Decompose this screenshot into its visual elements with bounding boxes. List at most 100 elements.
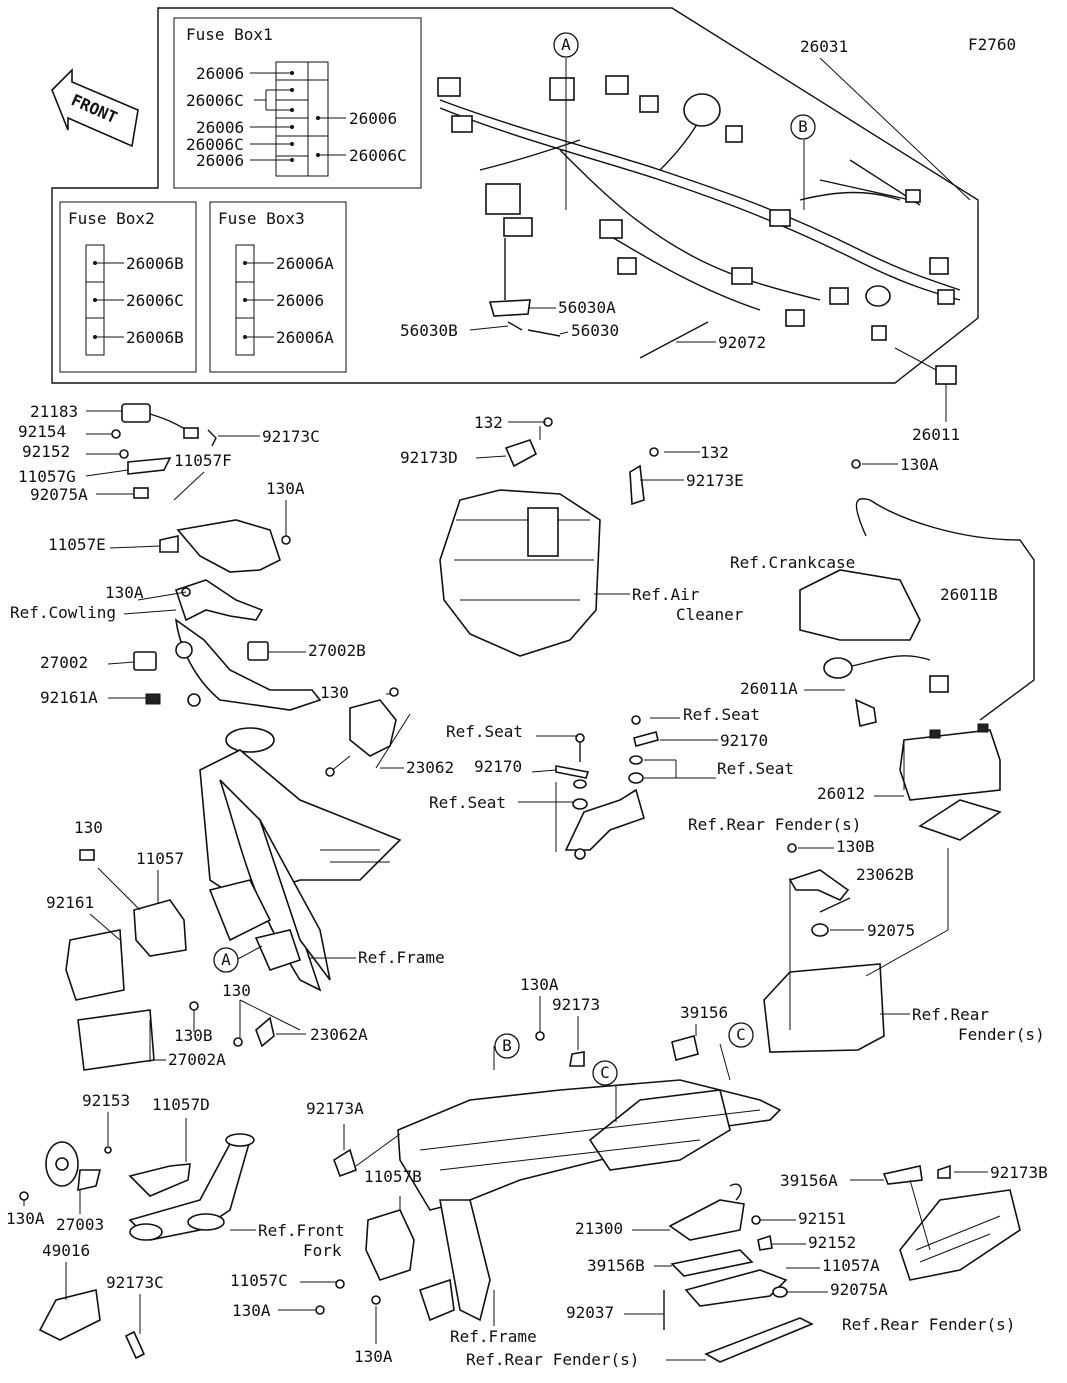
part-label: 92075A — [830, 1280, 888, 1299]
fuse-box3-label-3: 26006A — [276, 328, 334, 347]
part-label: Ref.Seat — [446, 722, 523, 741]
part-label: 11057B — [364, 1167, 422, 1186]
part-label: 27002B — [308, 641, 366, 660]
main-wiring-harness — [437, 57, 971, 359]
part-label: 92173C — [262, 427, 320, 446]
part-label: 56030B — [400, 321, 458, 340]
part-label: 92173C — [106, 1273, 164, 1292]
part-label: 11057G — [18, 467, 76, 486]
fuse-box1-right-label-1: 26006 — [349, 109, 397, 128]
part-label: 92161 — [46, 893, 94, 912]
part-label: Ref.Rear Fender(s) — [842, 1315, 1015, 1334]
part-label: 92072 — [718, 333, 766, 352]
fuse-box2-label-3: 26006B — [126, 328, 184, 347]
callout-circle: A — [553, 32, 579, 58]
part-label: 130 — [222, 981, 251, 1000]
callout-circle: B — [790, 114, 816, 140]
part-label: 49016 — [42, 1241, 90, 1260]
fuse-box3-label-2: 26006 — [276, 291, 324, 310]
part-label: Ref.Rear — [912, 1005, 989, 1024]
front-frame — [65, 727, 402, 1071]
part-label: 92153 — [82, 1091, 130, 1110]
fuse-box2-title: Fuse Box2 — [68, 209, 155, 228]
part-label: 23062A — [310, 1025, 368, 1044]
part-label: Ref.Seat — [717, 759, 794, 778]
fuse-box1-left-label-1: 26006 — [196, 64, 244, 83]
fuse-box1-left-label-3: 26006 — [196, 118, 244, 137]
callout-circle: B — [494, 1033, 520, 1059]
part-label: 92075 — [867, 921, 915, 940]
part-label: 21183 — [30, 402, 78, 421]
part-label: 92173 — [552, 995, 600, 1014]
part-label: 130B — [174, 1026, 213, 1045]
fuse-box3: Fuse Box3 26006A 26006 26006A — [209, 201, 347, 373]
part-label: 39156 — [680, 1003, 728, 1022]
part-label: 92075A — [30, 485, 88, 504]
part-label: 11057 — [136, 849, 184, 868]
fuse-box1-left-label-4: 26006C — [186, 135, 244, 154]
diagram-code: F2760 — [968, 35, 1016, 54]
part-label: 92173A — [306, 1099, 364, 1118]
part-label: 92152 — [808, 1233, 856, 1252]
part-label: 92173B — [990, 1163, 1048, 1182]
part-label: Ref.Rear Fender(s) — [688, 815, 861, 834]
part-label: 130A — [6, 1209, 45, 1228]
part-label: Ref.Seat — [683, 705, 760, 724]
seat-brackets — [518, 715, 718, 860]
callout-letter: B — [798, 117, 808, 136]
horn-and-front-fork — [19, 1112, 256, 1360]
part-label: Ref.Air — [632, 585, 700, 604]
fuse-box2-label-1: 26006B — [126, 254, 184, 273]
harness-group-outline — [51, 7, 979, 384]
part-label: 130 — [74, 818, 103, 837]
bracket-23062 — [325, 687, 411, 777]
part-label: 11057A — [822, 1256, 880, 1275]
part-label: 130 — [320, 683, 349, 702]
part-label: 26012 — [817, 784, 865, 803]
part-label: Ref.Front — [258, 1221, 345, 1240]
fuse-box3-label-1: 26006A — [276, 254, 334, 273]
callout-circle: C — [592, 1060, 618, 1086]
callout-letter: C — [600, 1063, 610, 1082]
part-label: 130A — [266, 479, 305, 498]
part-label: 56030A — [558, 298, 616, 317]
front-arrow-icon: FRONT — [51, 68, 139, 148]
part-label: 130A — [232, 1301, 271, 1320]
part-label: 130A — [900, 455, 939, 474]
part-label: 21300 — [575, 1219, 623, 1238]
part-label: 92170 — [474, 757, 522, 776]
battery-area — [799, 459, 1035, 841]
part-label: 26011A — [740, 679, 798, 698]
part-label: 26011B — [940, 585, 998, 604]
part-label: 92151 — [798, 1209, 846, 1228]
part-label: Cleaner — [676, 605, 744, 624]
callout-letter: A — [561, 35, 571, 54]
part-label: 92170 — [720, 731, 768, 750]
fuse-box2: Fuse Box2 26006B 26006C 26006B — [59, 201, 197, 373]
air-cleaner — [439, 417, 700, 657]
part-label: 92161A — [40, 688, 98, 707]
part-label: 27002 — [40, 653, 88, 672]
part-label: 130B — [836, 837, 875, 856]
callout-circle: A — [213, 947, 239, 973]
part-label: Ref.Frame — [358, 948, 445, 967]
part-label: Fork — [303, 1241, 342, 1260]
fuse-box3-title: Fuse Box3 — [218, 209, 305, 228]
cowling-bracket-assembly — [85, 403, 322, 711]
part-label: 130A — [520, 975, 559, 994]
fuse-box1-title: Fuse Box1 — [186, 25, 273, 44]
part-label: 11057D — [152, 1095, 210, 1114]
fuse-box1-right-label-2: 26006C — [349, 146, 407, 165]
fuse-box2-label-2: 26006C — [126, 291, 184, 310]
fuse-box1-left-label-2: 26006C — [186, 91, 244, 110]
part-label: 11057F — [174, 451, 232, 470]
part-label: Ref.Cowling — [10, 603, 116, 622]
callout-letter: C — [736, 1025, 746, 1044]
part-label: 23062 — [406, 758, 454, 777]
part-label: 26011 — [912, 425, 960, 444]
part-label: Ref.Frame — [450, 1327, 537, 1346]
part-label: 92037 — [566, 1303, 614, 1322]
